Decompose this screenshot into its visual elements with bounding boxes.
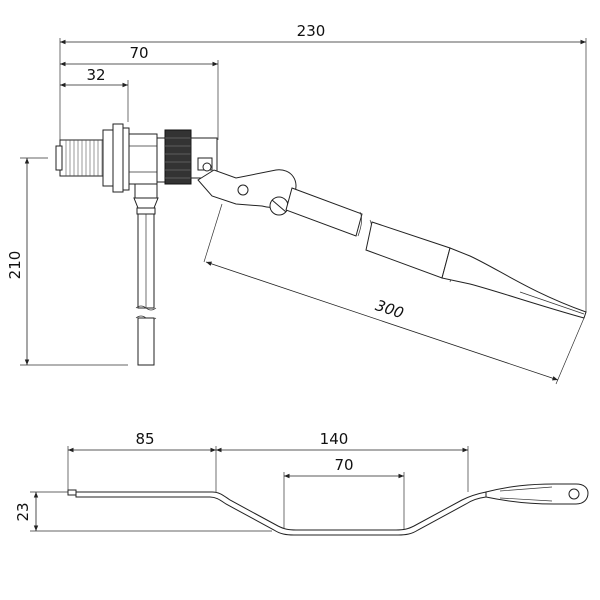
- body-length-label: 70: [129, 44, 148, 62]
- dimension-lower-middle: 140: [216, 430, 469, 492]
- dimension-height: 210: [6, 157, 128, 366]
- threaded-shank: [55, 123, 130, 193]
- side-view: 85 140 70 23: [14, 430, 589, 536]
- lower-middle-label: 140: [320, 430, 349, 448]
- lower-height-label: 23: [14, 502, 32, 521]
- lower-left-label: 85: [135, 430, 154, 448]
- dimension-body-length: 70: [59, 44, 219, 140]
- arm-length-label: 300: [373, 296, 406, 322]
- knurled-nut: [164, 129, 192, 185]
- float-arm: [197, 169, 587, 319]
- overall-length-label: 230: [297, 22, 326, 40]
- valve-body: [128, 129, 218, 185]
- dimension-lower-left: 85: [67, 430, 217, 492]
- thread-length-label: 32: [86, 66, 105, 84]
- top-view: 230 70 32 210: [6, 22, 587, 385]
- dimension-overall-length: 230: [59, 22, 587, 312]
- lower-inner-label: 70: [334, 456, 353, 474]
- bent-arm-profile: [67, 483, 589, 536]
- height-label: 210: [6, 251, 24, 280]
- vertical-pipe: [133, 183, 159, 366]
- dimension-thread-length: 32: [59, 66, 129, 122]
- dimension-lower-inner: 70: [283, 456, 405, 530]
- dimension-lower-height: 23: [14, 491, 272, 532]
- dimension-arm-length: 300: [203, 203, 585, 385]
